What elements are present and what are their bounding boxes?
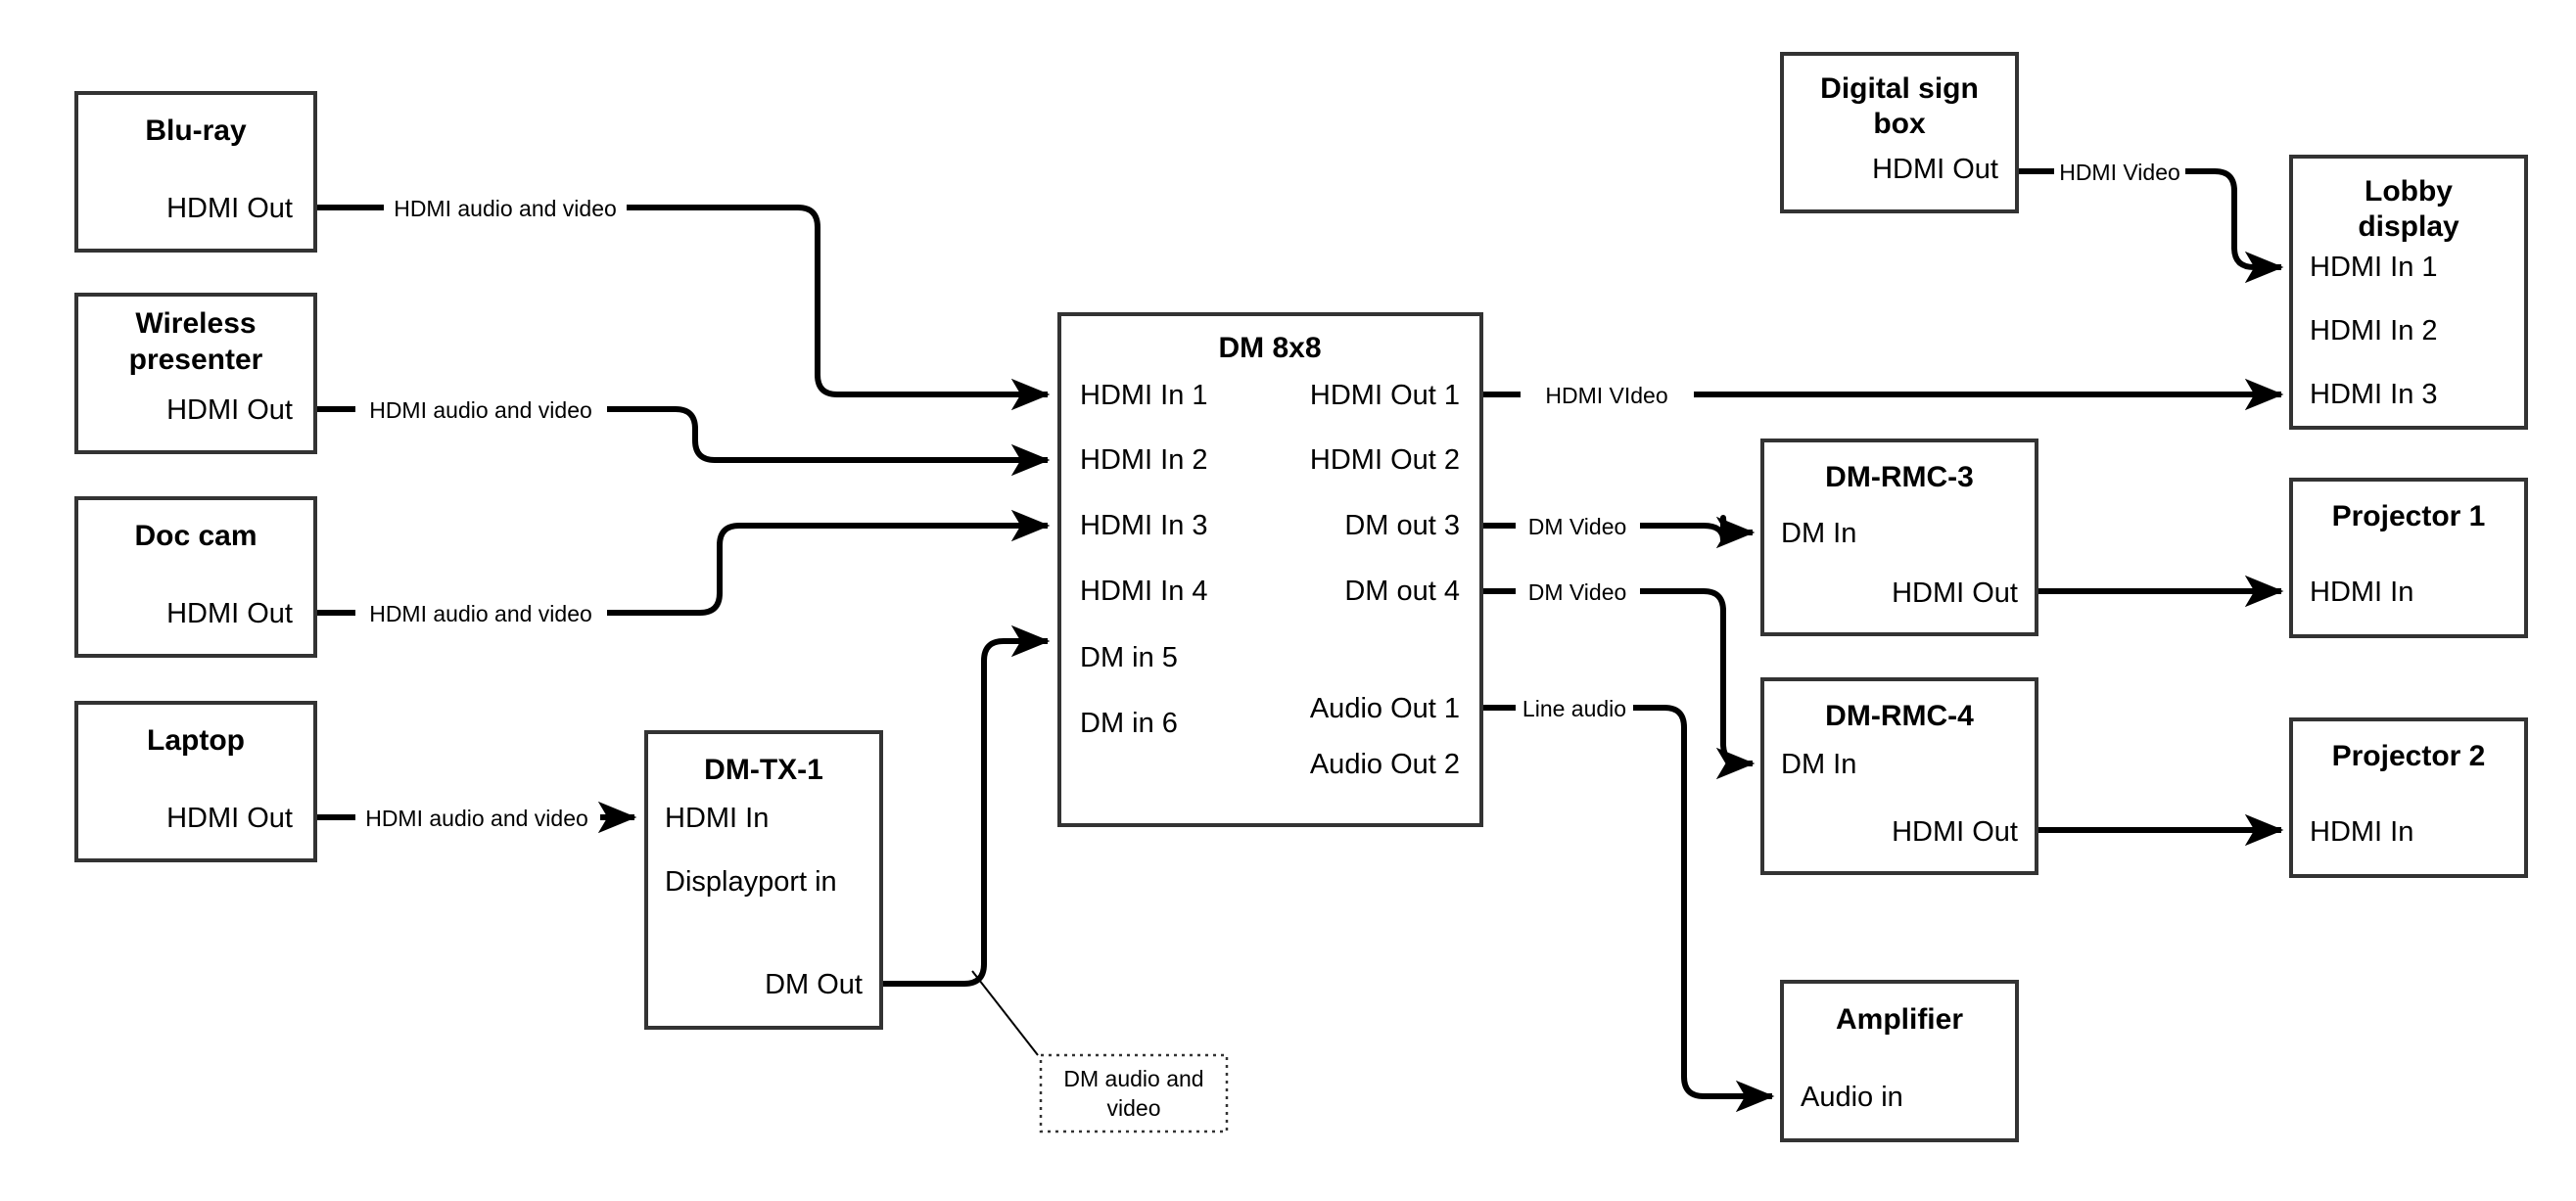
edge-dmtx1-to-dm8x8 [881,624,1051,987]
node-lobby-display[interactable]: Lobby display HDMI In 1 HDMI In 2 HDMI I… [2289,155,2528,430]
dm-8x8-input-dm-in-5: DM in 5 [1080,642,1178,673]
amplifier-title: Amplifier [1836,1003,1963,1036]
laptop-title: Laptop [147,724,245,757]
doc-cam-port-hdmi-out: HDMI Out [166,598,293,629]
lobby-display-title-line2: display [2358,210,2459,243]
edge-sign-to-lobby [2017,168,2281,267]
projector-2-port-hdmi-in: HDMI In [2310,816,2413,848]
edge-note-leader [971,970,1039,1056]
dm-rmc-3-port-dm-in: DM In [1781,518,1856,549]
projector-2-title: Projector 2 [2332,740,2486,772]
dm-8x8-input-hdmi-in-1: HDMI In 1 [1080,380,1208,411]
dm-8x8-input-dm-in-6: DM in 6 [1080,708,1178,739]
dm-rmc-4-port-hdmi-out: HDMI Out [1892,816,2018,848]
dm-8x8-input-hdmi-in-3: HDMI In 3 [1080,510,1208,541]
dm-rmc-3-port-hdmi-out: HDMI Out [1892,577,2018,609]
edge-dm8x8-to-rmc3 [1481,518,1753,540]
projector-1-box[interactable] [2289,478,2528,638]
connections-layer [315,168,2281,1096]
note-dm-audio-and-video: DM audio and video [1039,1053,1229,1133]
edge-label-dm8x8-rmc4: DM Video [1528,579,1627,605]
digital-sign-box-title-line2: box [1873,108,1926,140]
edge-wireless-to-dm8x8 [315,406,1048,460]
projector-1-title: Projector 1 [2332,500,2486,532]
dm-audio-video-note-line1: DM audio and [1063,1066,1203,1091]
dm-8x8-output-dm-out-3: DM out 3 [1344,510,1460,541]
edge-label-dm8x8-lobby: HDMI VIdeo [1545,383,1667,408]
edge-label-wireless: HDMI audio and video [369,397,592,423]
dm-8x8-output-audio-out-2: Audio Out 2 [1310,749,1460,780]
dm-rmc-3-title: DM-RMC-3 [1825,461,1974,493]
bluray-port-hdmi-out: HDMI Out [166,193,293,224]
node-projector-1[interactable]: Projector 1 HDMI In [2289,478,2528,638]
edge-doccam-to-dm8x8 [315,526,1048,616]
node-bluray[interactable]: Blu-ray HDMI Out [74,91,317,253]
edge-label-doccam: HDMI audio and video [369,601,592,626]
laptop-box[interactable] [74,701,317,862]
edge-dm8x8-to-rmc4 [1481,588,1753,763]
digital-sign-box-port-hdmi-out: HDMI Out [1872,154,1998,185]
node-digital-sign-box[interactable]: Digital sign box HDMI Out [1780,52,2019,213]
node-dm-tx-1[interactable]: DM-TX-1 HDMI In Displayport in DM Out [644,730,883,1030]
dm-8x8-box[interactable] [1057,312,1483,827]
edge-label-dm8x8-amp: Line audio [1522,696,1626,721]
edge-dm8x8-to-amp [1481,705,1772,1096]
edge-bluray-to-dm8x8 [315,205,1048,394]
node-wireless-presenter[interactable]: Wireless presenter HDMI Out [74,293,317,454]
wireless-presenter-title-line1: Wireless [135,307,256,340]
dm-8x8-output-hdmi-out-1: HDMI Out 1 [1310,380,1460,411]
wireless-presenter-port-hdmi-out: HDMI Out [166,394,293,426]
bluray-box[interactable] [74,91,317,253]
dm-tx-1-box[interactable] [644,730,883,1030]
node-doc-cam[interactable]: Doc cam HDMI Out [74,496,317,658]
dm-tx-1-title: DM-TX-1 [704,754,823,786]
dm-8x8-output-dm-out-4: DM out 4 [1344,576,1460,607]
edge-label-laptop: HDMI audio and video [365,806,588,831]
dm-rmc-4-port-dm-in: DM In [1781,749,1856,780]
edge-labels-layer: HDMI audio and video HDMI audio and vide… [365,160,2180,831]
dm-rmc-4-title: DM-RMC-4 [1825,700,1974,732]
projector-2-box[interactable] [2289,717,2528,878]
edge-label-bluray: HDMI audio and video [394,196,617,221]
dm-audio-video-note-line2: video [1107,1095,1161,1121]
dm-tx-1-port-dm-out: DM Out [765,969,863,1000]
wireless-presenter-title-line2: presenter [129,344,263,376]
dm-rmc-4-box[interactable] [1760,677,2038,875]
node-amplifier[interactable]: Amplifier Audio in [1780,980,2019,1142]
node-laptop[interactable]: Laptop HDMI Out [74,701,317,862]
digital-sign-box-title-line1: Digital sign [1820,72,1979,105]
node-dm-8x8[interactable]: DM 8x8 HDMI In 1 HDMI In 2 HDMI In 3 HDM… [1057,312,1483,827]
doc-cam-title: Doc cam [134,520,257,552]
projector-1-port-hdmi-in: HDMI In [2310,577,2413,608]
dm-8x8-input-hdmi-in-2: HDMI In 2 [1080,444,1208,476]
dm-rmc-3-box[interactable] [1760,439,2038,636]
dm-tx-1-port-displayport-in: Displayport in [665,866,837,898]
amplifier-port-audio-in: Audio in [1801,1082,1903,1113]
lobby-display-port-hdmi-in-3: HDMI In 3 [2310,379,2438,410]
dm-tx-1-port-hdmi-in: HDMI In [665,803,769,834]
node-dm-rmc-3[interactable]: DM-RMC-3 DM In HDMI Out [1760,439,2038,636]
amplifier-box[interactable] [1780,980,2019,1142]
digital-sign-box-box[interactable] [1780,52,2019,213]
edge-label-dm8x8-rmc3: DM Video [1528,514,1627,539]
dm-8x8-title: DM 8x8 [1218,332,1321,364]
dm-audio-video-note-box [1039,1053,1229,1133]
lobby-display-box[interactable] [2289,155,2528,430]
dm-8x8-input-hdmi-in-4: HDMI In 4 [1080,576,1208,607]
bluray-title: Blu-ray [145,115,247,147]
lobby-display-port-hdmi-in-2: HDMI In 2 [2310,315,2438,346]
lobby-display-title-line1: Lobby [2365,175,2453,208]
edge-label-sign-lobby: HDMI Video [2059,160,2180,185]
wireless-presenter-box[interactable] [74,293,317,454]
laptop-port-hdmi-out: HDMI Out [166,803,293,834]
doc-cam-box[interactable] [74,496,317,658]
dm-8x8-output-hdmi-out-2: HDMI Out 2 [1310,444,1460,476]
node-dm-rmc-4[interactable]: DM-RMC-4 DM In HDMI Out [1760,677,2038,875]
node-projector-2[interactable]: Projector 2 HDMI In [2289,717,2528,878]
dm-8x8-output-audio-out-1: Audio Out 1 [1310,693,1460,724]
lobby-display-port-hdmi-in-1: HDMI In 1 [2310,252,2438,283]
